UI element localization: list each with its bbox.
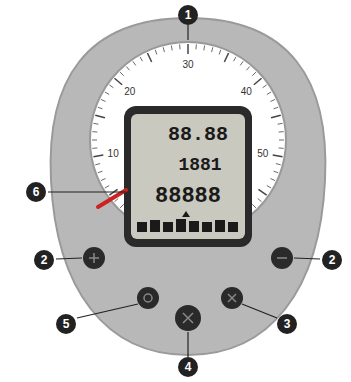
dial-tick [179, 44, 180, 49]
lcd-bezel [124, 106, 252, 247]
dial-tick [267, 186, 271, 189]
dial-tick [246, 66, 249, 70]
dial-tick [147, 53, 151, 62]
dial-tick [263, 85, 267, 88]
dial-tick [279, 147, 284, 148]
dial-tick [258, 189, 266, 195]
dial-tick [98, 107, 103, 109]
dial-tick [95, 164, 100, 165]
dial-tick [234, 57, 237, 61]
dial-tick [171, 45, 173, 50]
dial-tick [101, 178, 106, 180]
dial-tick [276, 164, 281, 165]
dial-tick [254, 78, 262, 84]
dial-tick [133, 61, 136, 65]
button [175, 305, 201, 331]
callout-number: 5 [56, 314, 76, 334]
dial-tick [258, 198, 262, 201]
dial-tick [219, 50, 221, 55]
button-icons [89, 253, 287, 323]
dial-tick [270, 99, 275, 101]
dial-tick [274, 171, 279, 173]
dial-tick [98, 171, 103, 173]
dial-face [90, 42, 286, 238]
dial-ticks [92, 44, 284, 223]
callout-number: 4 [178, 357, 198, 377]
callout-number: 3 [277, 314, 297, 334]
lcd-readout: 1881 [178, 155, 221, 175]
dial-number: 30 [182, 59, 193, 70]
lcd-screen [131, 114, 245, 239]
dial-tick [155, 50, 157, 55]
dial-tick [240, 61, 243, 65]
callout-number: 1 [178, 5, 198, 25]
dial-tick [212, 47, 213, 52]
dial-tick [126, 66, 129, 70]
dial-tick [163, 47, 164, 52]
lcd-readout: 88.88 [168, 123, 228, 146]
dial-tick [105, 92, 109, 95]
button [221, 287, 243, 309]
dial-tick [273, 155, 283, 157]
dial-tick [270, 178, 275, 180]
dial-tick [195, 44, 196, 49]
dial-tick [95, 115, 105, 118]
dial-tick [203, 45, 205, 50]
leader-lines [48, 25, 320, 357]
dial-tick [187, 44, 189, 54]
dial-tick [252, 204, 256, 208]
dial-number: 50 [257, 148, 268, 159]
callout-number: 6 [26, 182, 46, 202]
dial-tick [114, 78, 122, 84]
dial-tick [120, 72, 124, 76]
dial-tick [92, 131, 97, 132]
dial-tick [140, 57, 143, 61]
dial-tick [252, 72, 256, 76]
dial-tick [101, 99, 106, 101]
dial-tick [267, 92, 271, 95]
dial-number: 40 [241, 86, 252, 97]
dial-tick [93, 155, 103, 157]
dial-tick [279, 140, 284, 141]
dial-tick [92, 140, 97, 141]
dial-tick [120, 204, 124, 208]
callout-number: 2 [322, 250, 342, 270]
housing [51, 18, 326, 355]
dial-tick [93, 123, 98, 125]
dial-number: 20 [124, 86, 135, 97]
dial-tick [92, 147, 97, 148]
dial-tick [279, 131, 284, 132]
dial-tick [274, 107, 279, 109]
lcd-readout: 88888 [155, 184, 221, 209]
button [271, 247, 293, 269]
dial-tick [109, 85, 113, 88]
dial-tick [271, 115, 281, 118]
callout-number: 2 [34, 250, 54, 270]
button [83, 247, 105, 269]
dial-number: 10 [108, 148, 119, 159]
lcd-bar-graph [137, 211, 238, 232]
dial-tick [224, 53, 228, 62]
dial-tick [278, 123, 283, 125]
dial-tick [105, 186, 109, 189]
button [137, 287, 159, 309]
